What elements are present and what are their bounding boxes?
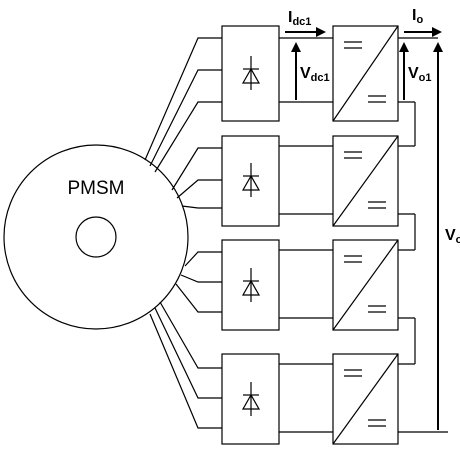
stage-1 [221,25,399,122]
dc-dc-icon [332,135,399,227]
dc-dc-icon [332,25,399,122]
idc1-arrow [285,27,326,37]
dc-dc-icon [332,239,399,331]
vo-label: Vo [445,227,460,246]
motor-wires [144,37,222,429]
io-arrow [404,27,442,37]
stage-4 [221,353,399,445]
io-label: Io [412,7,423,26]
diode-icon [241,382,261,416]
vo1-arrow [399,42,409,100]
diode-icon [241,268,261,302]
motor-label: PMSM [68,178,125,199]
diode-icon [241,163,261,197]
idc1-label: Idc1 [288,9,311,28]
pmsm-motor: PMSM [3,144,189,330]
stage-2 [221,135,399,227]
vo1-label: Vo1 [408,65,432,84]
diode-icon [241,56,261,90]
vdc1-label: Vdc1 [300,65,330,84]
rotor-shaft [75,216,117,258]
vdc1-arrow [291,42,301,100]
stage-3 [221,239,399,331]
series-connections [398,37,448,433]
vo-arrow [433,42,443,430]
dc-dc-icon [332,353,399,445]
